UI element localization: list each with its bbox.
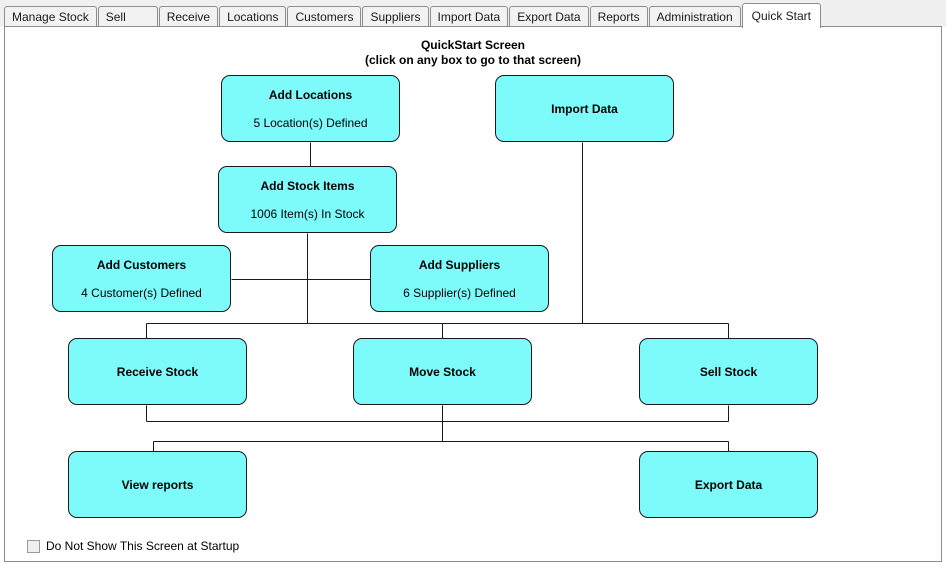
box-add-locations-title: Add Locations [268,87,353,102]
box-add-stock-items-subtitle: 1006 Item(s) In Stock [250,206,365,221]
box-export-data[interactable]: Export Data [639,451,818,518]
box-receive-stock[interactable]: Receive Stock [68,338,247,405]
tab-export-data[interactable]: Export Data [509,6,589,27]
box-view-reports-title: View reports [121,477,194,492]
box-add-customers-title: Add Customers [96,257,187,272]
tab-locations[interactable]: Locations [219,6,287,27]
box-sell-stock-title: Sell Stock [699,364,758,379]
tab-quick-start[interactable]: Quick Start [741,3,821,28]
box-receive-stock-title: Receive Stock [116,364,199,379]
page-title-sub: (click on any box to go to that screen) [364,53,582,67]
tab-receive[interactable]: Receive [158,6,219,27]
tab-import-data[interactable]: Import Data [429,6,509,27]
box-export-data-title: Export Data [694,477,763,492]
tab-reports[interactable]: Reports [589,6,648,27]
tab-manage-stock[interactable]: Manage Stock [4,6,97,27]
box-sell-stock[interactable]: Sell Stock [639,338,818,405]
tab-customers[interactable]: Customers [287,6,362,27]
box-add-customers-subtitle: 4 Customer(s) Defined [81,285,202,300]
box-add-suppliers[interactable]: Add Suppliers 6 Supplier(s) Defined [370,245,549,312]
do-not-show-at-startup-label: Do Not Show This Screen at Startup [46,539,240,553]
box-add-customers[interactable]: Add Customers 4 Customer(s) Defined [52,245,231,312]
tab-suppliers[interactable]: Suppliers [362,6,429,27]
tab-sell[interactable]: Sell [97,6,158,27]
box-move-stock[interactable]: Move Stock [353,338,532,405]
box-move-stock-title: Move Stock [409,364,476,379]
tab-administration[interactable]: Administration [648,6,741,27]
box-add-stock-items-title: Add Stock Items [260,178,355,193]
box-add-stock-items[interactable]: Add Stock Items 1006 Item(s) In Stock [218,166,397,233]
page-title-main: QuickStart Screen [420,38,526,52]
do-not-show-at-startup-row[interactable]: Do Not Show This Screen at Startup [27,539,239,553]
box-add-suppliers-subtitle: 6 Supplier(s) Defined [403,285,516,300]
box-import-data-title: Import Data [551,101,618,116]
box-add-suppliers-title: Add Suppliers [418,257,501,272]
box-import-data[interactable]: Import Data [495,75,674,142]
do-not-show-at-startup-checkbox[interactable] [27,539,40,553]
box-add-locations[interactable]: Add Locations 5 Location(s) Defined [221,75,400,142]
box-add-locations-subtitle: 5 Location(s) Defined [253,115,368,130]
page-title: QuickStart Screen (click on any box to g… [5,38,941,68]
box-view-reports[interactable]: View reports [68,451,247,518]
quickstart-panel: QuickStart Screen (click on any box to g… [4,26,942,562]
